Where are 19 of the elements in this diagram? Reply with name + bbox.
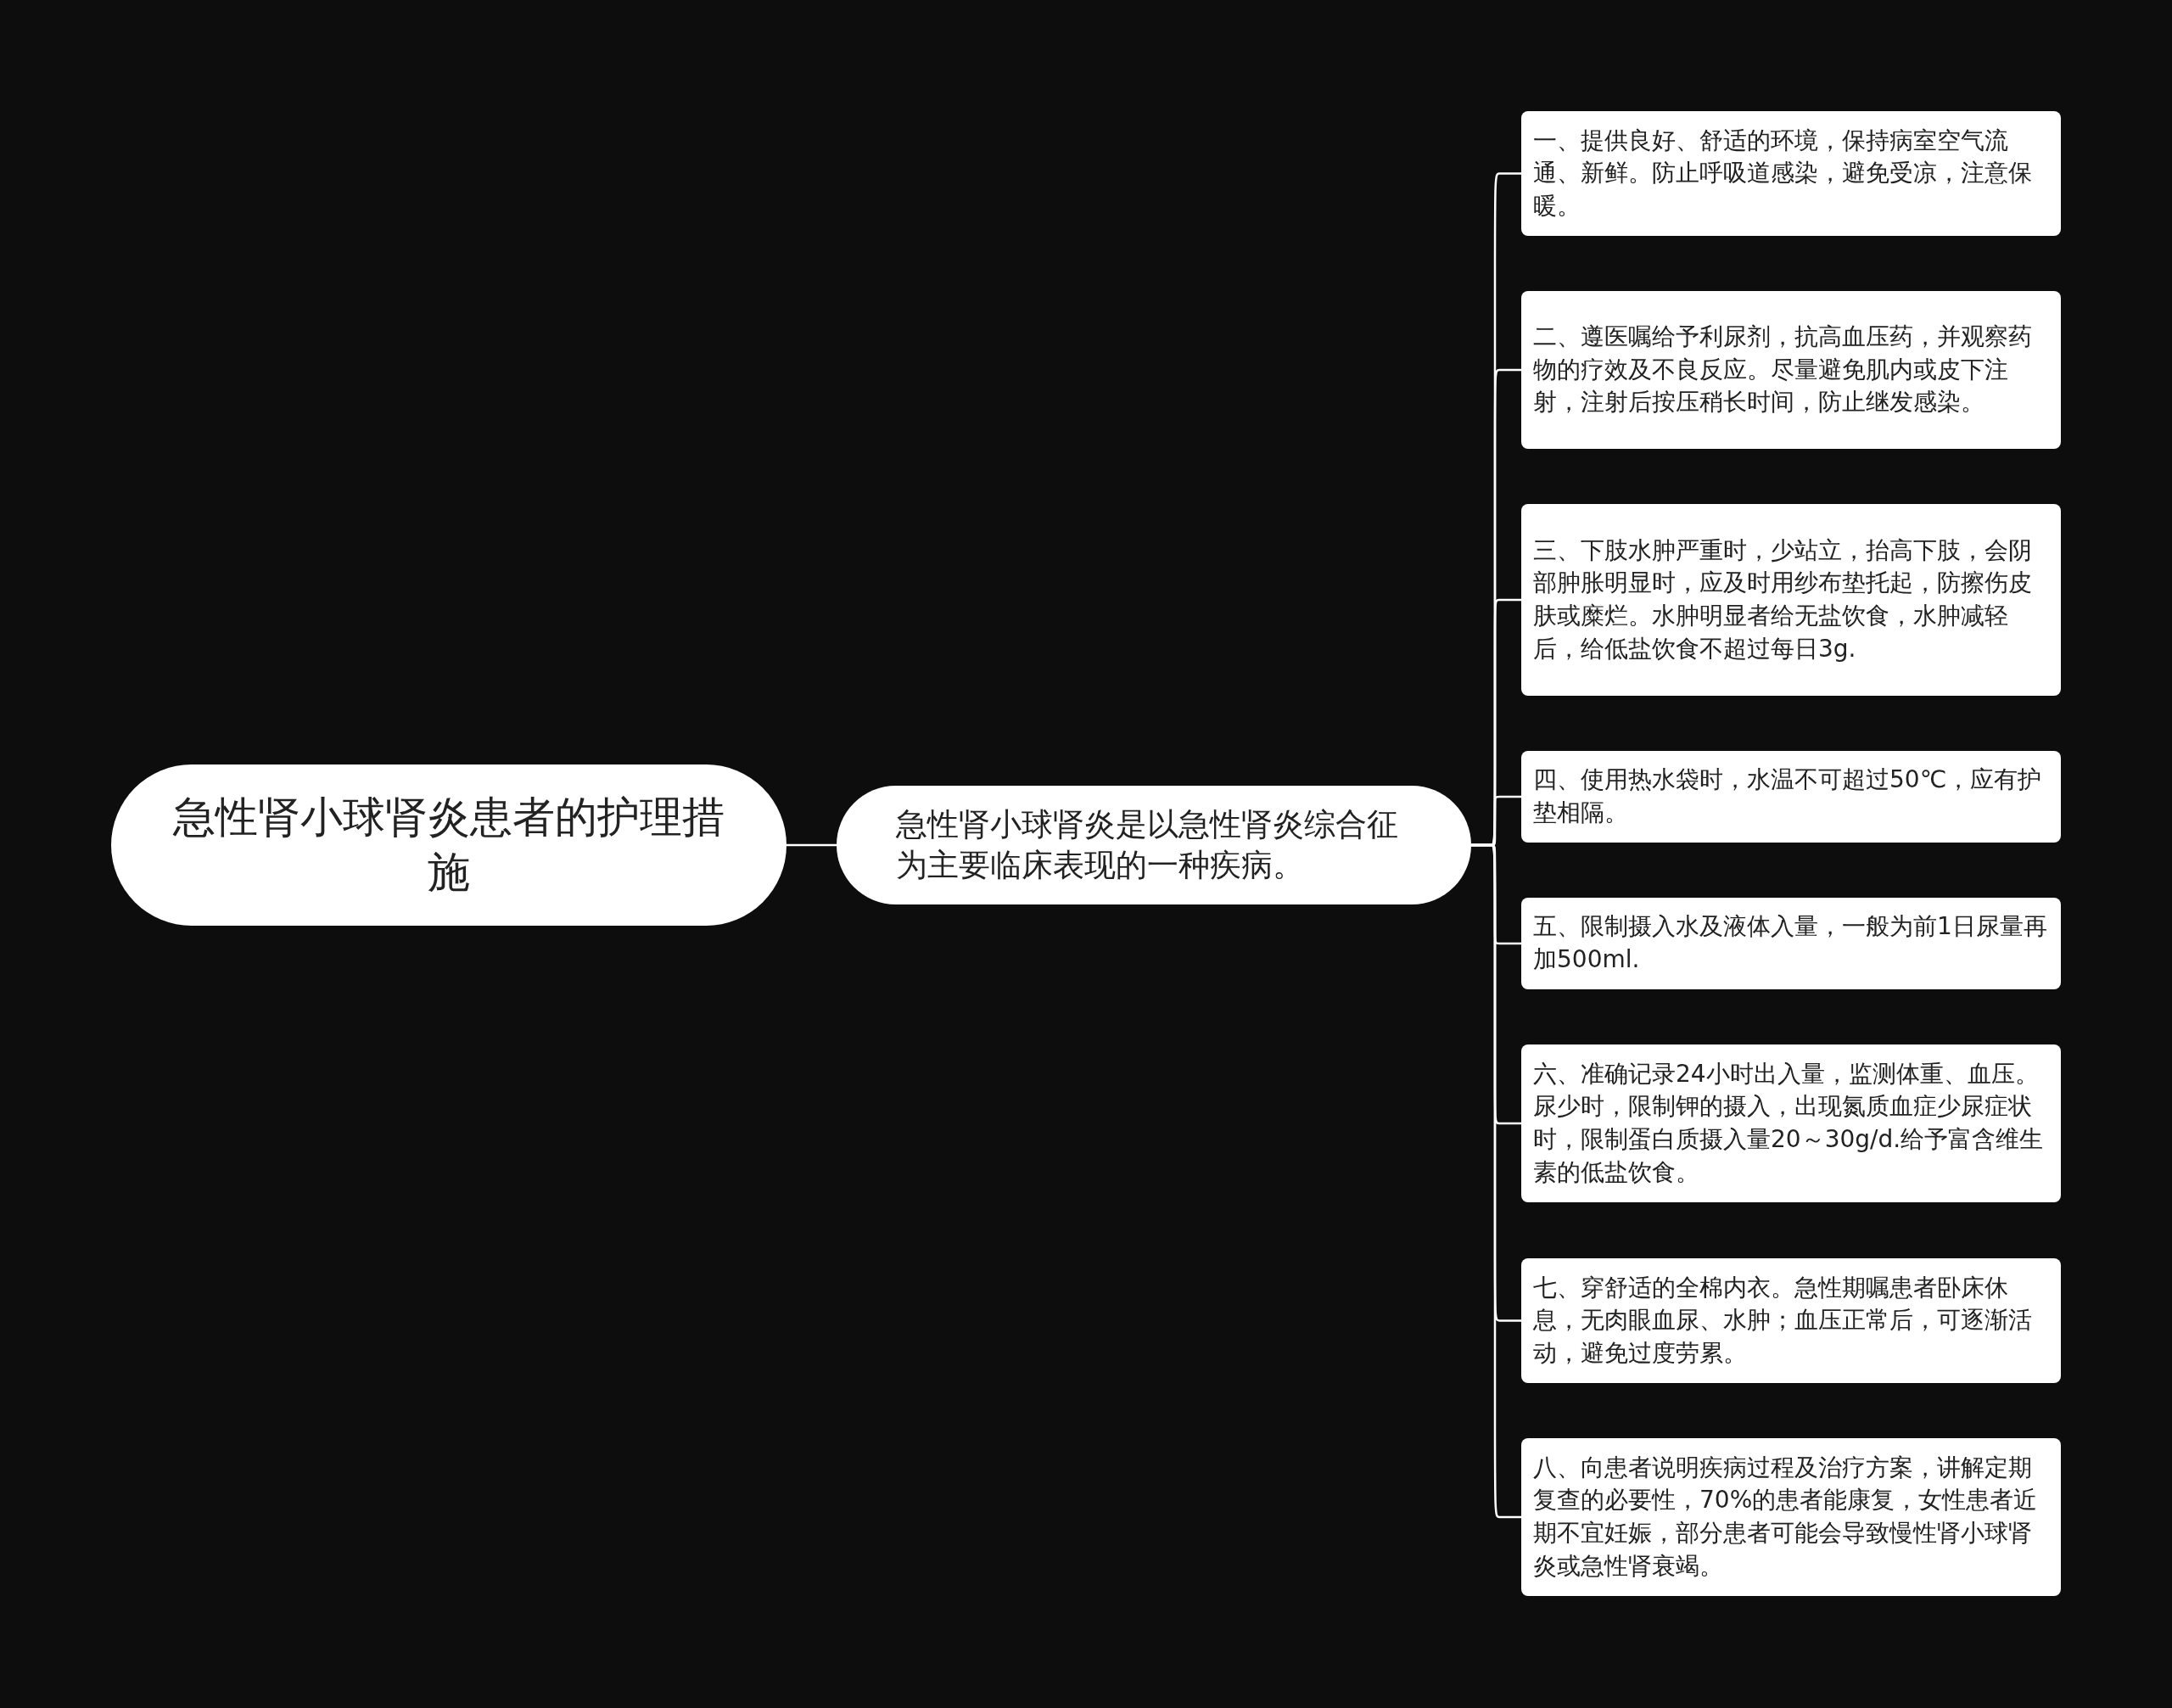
- node-text: 急性肾小球肾炎是以急性肾炎综合征为主要临床表现的一种疾病。: [896, 804, 1399, 885]
- note-card: [1521, 898, 2061, 989]
- note-card: [1521, 111, 2061, 236]
- node-text: 二、遵医嘱给予利尿剂，抗高血压药，并观察药物的疗效及不良反应。尽量避免肌内或皮下注射，注射后按压稍长时间，防止继发感染。: [1533, 322, 2033, 418]
- note-card: [1521, 751, 2061, 843]
- node-text: 三、下肢水肿严重时，少站立，抬高下肢，会阴部肿胀明显时，应及时用纱布垫托起，防擦伤皮肤或糜烂。水肿明显者给无盐饮食，水肿减轻后，给低盐饮食不超过每日3g.: [1533, 535, 2033, 664]
- note-card: [1521, 504, 2061, 696]
- node-text: 六、准确记录24小时出入量，监测体重、血压。尿少时，限制钾的摄入，出现氮质血症少尿症状时，限制蛋白质摄入量20～30g/d.给予富含维生素的低盐饮食。: [1533, 1058, 2045, 1188]
- note-card: [1521, 291, 2061, 449]
- node-text: 五、限制摄入水及液体入量，一般为前1日尿量再加500ml.: [1533, 911, 2048, 975]
- node-text: 七、穿舒适的全棉内衣。急性期嘱患者卧床休息，无肉眼血尿、水肿；血压正常后，可逐渐活动，避免过度劳累。: [1533, 1272, 2033, 1369]
- node-text: 八、向患者说明疾病过程及治疗方案，讲解定期复查的必要性，70%的患者能康复，女性患者近期不宜妊娠，部分患者可能会导致慢性肾小球肾炎或急性肾衰竭。: [1533, 1452, 2039, 1582]
- node-text: 四、使用热水袋时，水温不可超过50℃，应有护垫相隔。: [1533, 764, 2043, 828]
- node-text: 一、提供良好、舒适的环境，保持病室空气流通、新鲜。防止呼吸道感染，避免受凉，注意保暖。: [1533, 125, 2033, 221]
- note-card: [1521, 1438, 2061, 1596]
- connector-line: [787, 843, 837, 847]
- note-card: [1521, 1044, 2061, 1202]
- node-text: 急性肾小球肾炎患者的护理措施: [171, 792, 725, 899]
- note-card: [1521, 1258, 2061, 1383]
